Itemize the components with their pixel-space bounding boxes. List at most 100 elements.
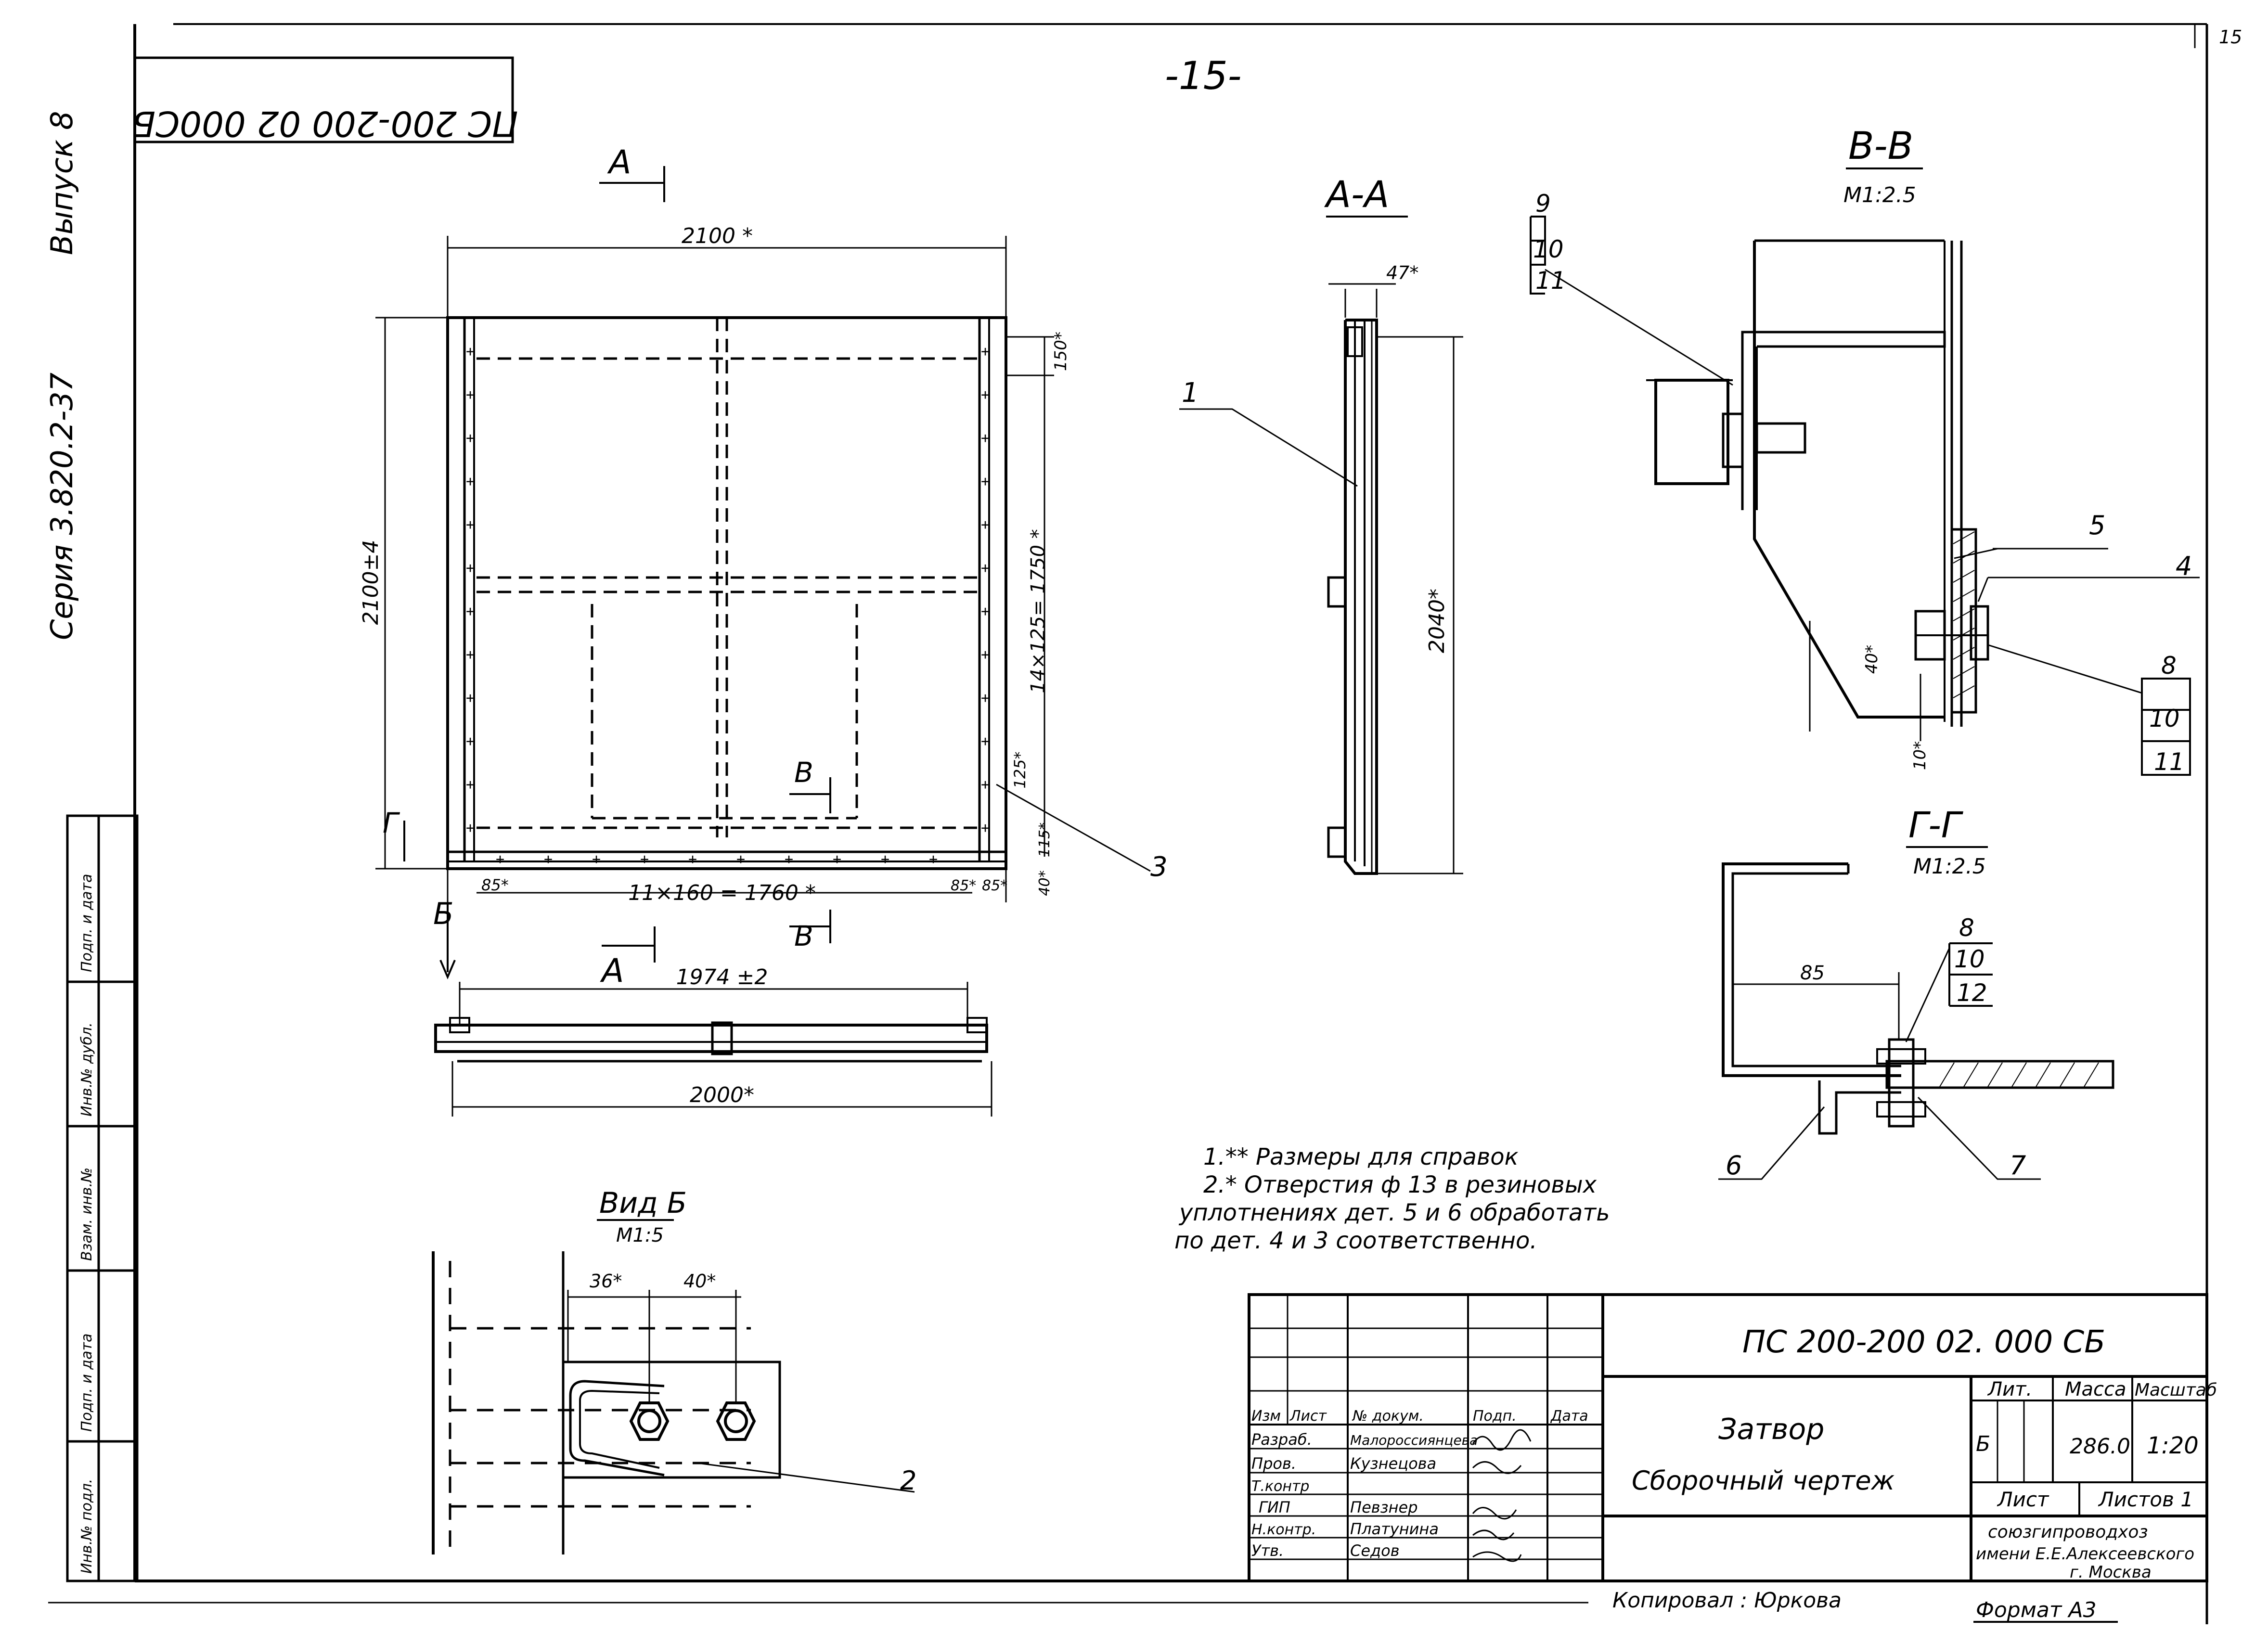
- mass-label: Масса: [2065, 1378, 2126, 1400]
- note-line-3: уплотнениях дет. 5 и 6 обработать: [1178, 1199, 1610, 1226]
- org-name-1: союзгипроводхоз: [1988, 1522, 2148, 1542]
- dim-85-right-a: 85*: [951, 877, 976, 894]
- strip-cell-5: Подп. и дата: [78, 874, 95, 972]
- dim-1974: 1974 ±2: [676, 965, 768, 989]
- BB-callout-9: 9: [1535, 190, 1551, 218]
- page-number: -15-: [1165, 53, 1242, 98]
- leader-label-1: 1: [1182, 377, 1199, 409]
- section-GG-drawing: [1718, 862, 2114, 1180]
- view-mark-B: Б: [433, 896, 454, 931]
- title-block-name-2: Сборочный чертеж: [1632, 1465, 1895, 1496]
- name-razrab: Малороссиянцева: [1350, 1432, 1478, 1448]
- svg-text:+: +: [466, 646, 475, 663]
- front-view-dimensions: [375, 236, 1151, 902]
- format-label: Формат А3: [1976, 1598, 2097, 1622]
- lit-label: Лит.: [1987, 1378, 2032, 1400]
- svg-text:+: +: [466, 343, 475, 360]
- svg-text:+: +: [981, 603, 990, 620]
- svg-text:+: +: [981, 690, 990, 706]
- svg-text:+: +: [981, 646, 990, 663]
- svg-text:+: +: [981, 430, 990, 447]
- dim-40-front: 40*: [1036, 870, 1053, 896]
- sheet-frame: [48, 23, 2208, 1624]
- svg-text:+: +: [981, 473, 990, 490]
- sheet-corner-number: 15: [2219, 26, 2242, 48]
- svg-text:+: +: [466, 776, 475, 793]
- mass-value: 286.0: [2070, 1434, 2130, 1459]
- view-B-scale: М1:5: [616, 1224, 664, 1246]
- strip-cell-1: Инв.№ подл.: [78, 1479, 95, 1574]
- section-GG-hatch: [1939, 1062, 2099, 1087]
- section-BB-title: В-В: [1848, 125, 1913, 168]
- front-view: [446, 316, 1007, 870]
- GG-callout-6: 6: [1726, 1150, 1742, 1181]
- BB-callout-10: 10: [1533, 235, 1564, 263]
- BB-callout-11b: 11: [2154, 748, 2185, 776]
- view-B-dim-40: 40*: [683, 1271, 716, 1292]
- front-view-bolts: ++++++++++++ ++++++++++++ ++++++++++: [466, 343, 990, 868]
- svg-text:+: +: [929, 851, 938, 868]
- svg-text:+: +: [981, 386, 990, 403]
- role-nkontr: Н.контр.: [1251, 1521, 1316, 1538]
- svg-text:+: +: [466, 560, 475, 577]
- copied-by: Копировал : Юркова: [1612, 1588, 1842, 1613]
- notes-block: 1.** Размеры для справок 2.* Отверстия ф…: [1174, 1143, 1610, 1254]
- dim-2000: 2000*: [690, 1083, 754, 1107]
- BB-dim-10: 10*: [1910, 741, 1930, 770]
- svg-text:+: +: [688, 851, 697, 868]
- col-dokum: № докум.: [1352, 1408, 1424, 1425]
- section-mark-A-top: А: [607, 143, 631, 181]
- mirrored-code-box: ПС 200-200 02 000СБ: [132, 56, 518, 144]
- view-B-dim-36: 36*: [590, 1271, 622, 1292]
- svg-text:+: +: [981, 516, 990, 533]
- role-prov: Пров.: [1251, 1454, 1296, 1473]
- sheet-label: Лист: [1997, 1488, 2049, 1511]
- title-block-grid: [1248, 1293, 2208, 1582]
- note-line-2: 2.* Отверстия ф 13 в резиновых: [1203, 1171, 1597, 1198]
- section-mark-B-upper: В: [794, 756, 813, 789]
- dim-115: 115*: [1036, 822, 1053, 857]
- title-block-signatures: [1472, 1429, 1532, 1562]
- svg-text:+: +: [640, 851, 649, 868]
- section-AA-drawing: [1179, 283, 1463, 875]
- org-name-3: г. Москва: [2070, 1563, 2152, 1582]
- left-stamp-strip: [66, 814, 139, 1582]
- GG-callout-8: 8: [1959, 914, 1974, 942]
- leader-label-2: 2: [900, 1465, 916, 1496]
- svg-text:+: +: [785, 851, 793, 868]
- dim-150: 150*: [1051, 332, 1070, 371]
- col-izm: Изм: [1251, 1408, 1281, 1425]
- GG-callout-7: 7: [2010, 1150, 2026, 1181]
- dim-125: 125*: [1011, 751, 1029, 788]
- name-nkontr: Платунина: [1350, 1520, 1439, 1538]
- section-BB-drawing: [1530, 216, 2200, 776]
- svg-text:+: +: [833, 851, 841, 868]
- dim-47: 47*: [1386, 262, 1418, 283]
- plan-view: [434, 982, 992, 1117]
- BB-dim-40: 40*: [1862, 645, 1881, 674]
- mirrored-code-text: ПС 200-200 02 000СБ: [132, 103, 518, 144]
- col-podp: Подп.: [1473, 1408, 1517, 1425]
- BB-callout-10b: 10: [2149, 705, 2180, 732]
- dim-85-right-b: 85*: [982, 877, 1007, 894]
- svg-text:+: +: [981, 733, 990, 750]
- org-name-2: имени Е.Е.Алексеевского: [1976, 1544, 2194, 1564]
- dim-11x160: 11×160 = 1760 *: [628, 881, 816, 905]
- col-data: Дата: [1550, 1408, 1588, 1425]
- section-AA-title: А-А: [1324, 173, 1389, 216]
- scale-label: Масштаб: [2135, 1380, 2217, 1400]
- svg-text:+: +: [466, 430, 475, 447]
- role-razrab: Разраб.: [1251, 1430, 1312, 1449]
- GG-callout-12: 12: [1957, 979, 1987, 1007]
- BB-callout-11: 11: [1535, 267, 1566, 295]
- BB-callout-4: 4: [2176, 551, 2192, 581]
- name-gip: Певзнер: [1350, 1498, 1418, 1516]
- svg-text:+: +: [981, 560, 990, 577]
- BB-callout-8: 8: [2161, 652, 2177, 680]
- dim-14x125: 14×125= 1750 *: [1027, 529, 1049, 694]
- section-GG-scale: М1:2.5: [1913, 854, 1986, 879]
- svg-text:+: +: [466, 733, 475, 750]
- view-B-title: Вид Б: [599, 1186, 687, 1220]
- svg-text:+: +: [466, 690, 475, 706]
